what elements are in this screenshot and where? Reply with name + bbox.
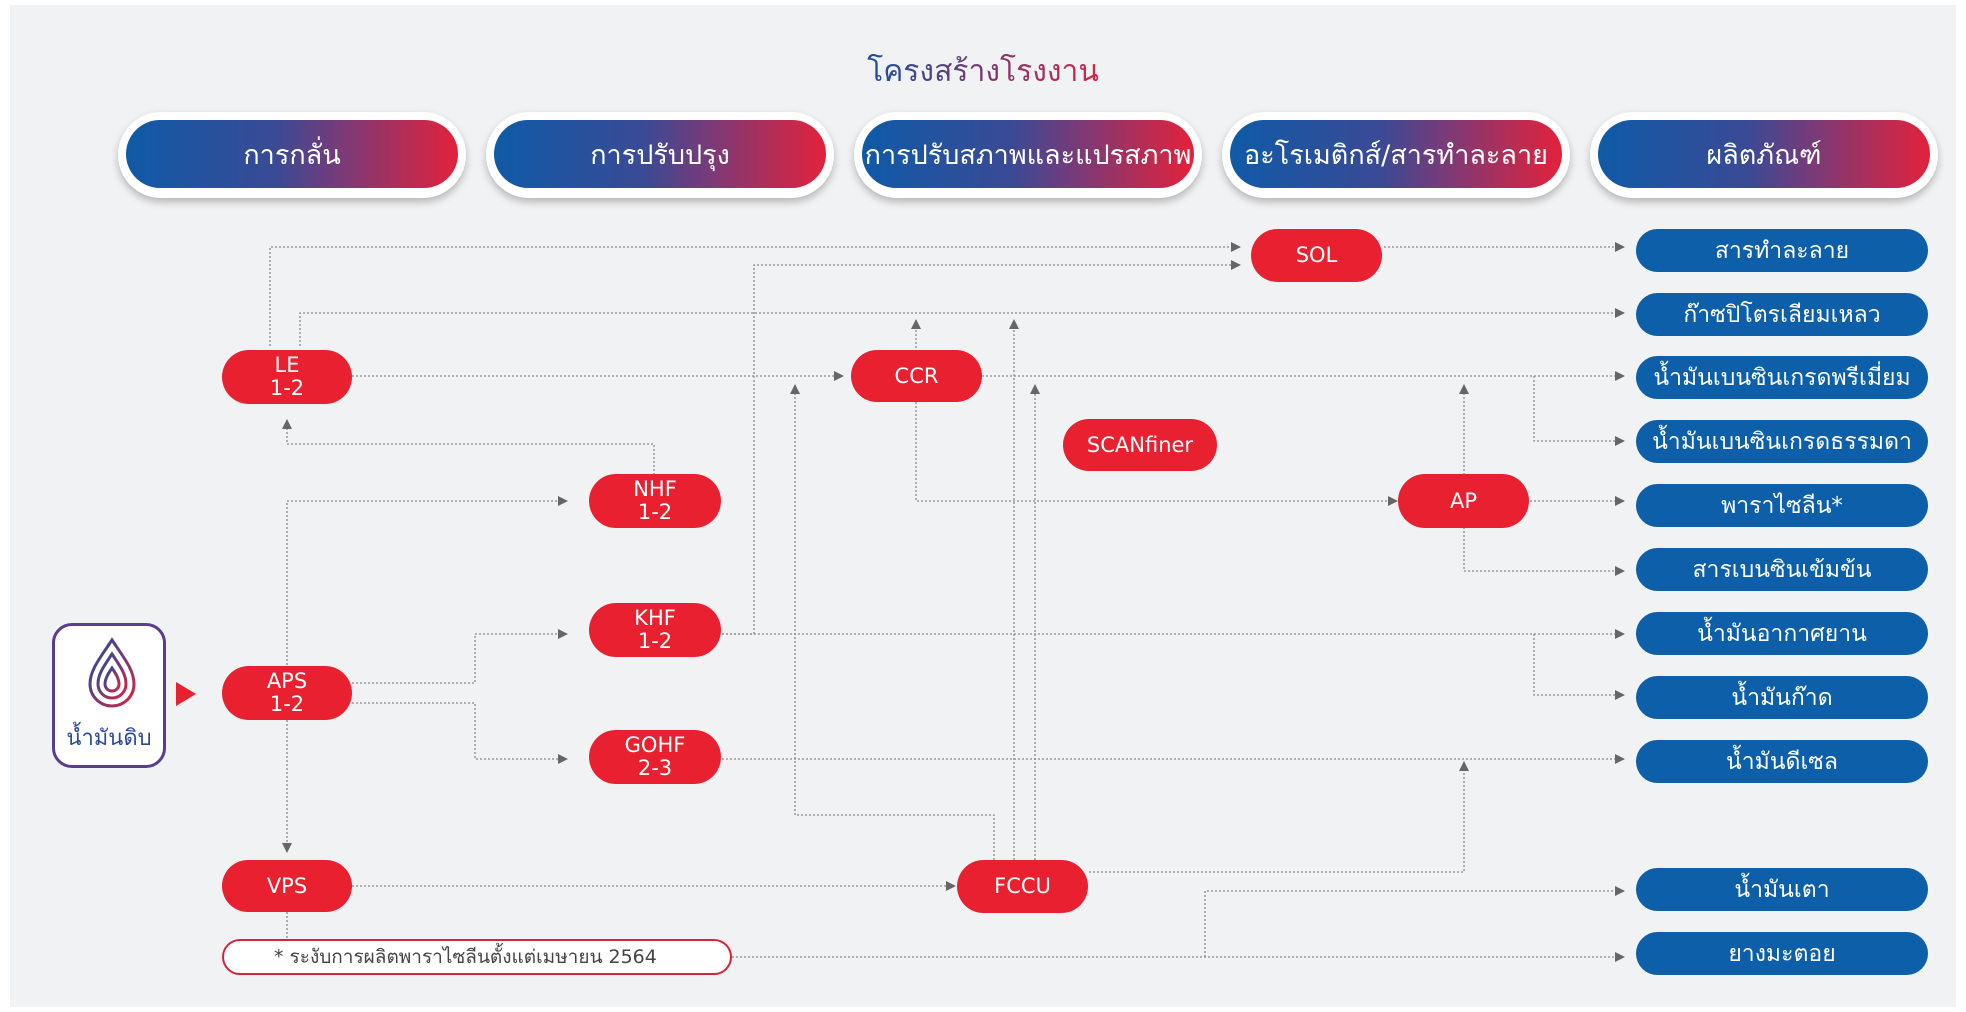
- flow-ccr-regular: [1533, 376, 1625, 446]
- header-treating: การปรับปรุง: [486, 112, 834, 198]
- node-vps: VPS: [222, 860, 352, 912]
- node-le: LE 1-2: [222, 350, 352, 404]
- flow-aps-gohf: [352, 702, 568, 764]
- product-asphalt: ยางมะตอย: [1636, 932, 1928, 975]
- flow-vps-fueloil: [1204, 886, 1625, 957]
- flow-fccu-diesel: [1089, 761, 1469, 873]
- node-ccr: CCR: [851, 350, 982, 402]
- flow-ap-benzene: [1463, 527, 1625, 576]
- header-distillation: การกลั่น: [118, 112, 466, 198]
- node-gohf: GOHF 2-3: [589, 730, 721, 784]
- node-aps: APS 1-2: [222, 666, 352, 720]
- flow-fccu-ccr: [790, 384, 995, 860]
- flow-aps-khf: [352, 629, 568, 684]
- product-regular-gasoline: น้ำมันเบนซินเกรดธรรมดา: [1636, 420, 1928, 463]
- product-diesel: น้ำมันดีเซล: [1636, 740, 1928, 783]
- crude-oil-label: น้ำมันดิบ: [66, 726, 152, 751]
- crude-arrow-icon: [176, 682, 196, 706]
- product-premium-gasoline: น้ำมันเบนซินเกรดพรีเมี่ยม: [1636, 356, 1928, 399]
- node-scanfiner: SCANfiner: [1063, 419, 1217, 471]
- header-products: ผลิตภัณฑ์: [1590, 112, 1938, 198]
- product-jet-fuel: น้ำมันอากาศยาน: [1636, 612, 1928, 655]
- product-kerosene: น้ำมันก๊าด: [1636, 676, 1928, 719]
- flow-ccr-ap: [915, 402, 1398, 506]
- oil-drop-icon: [88, 637, 136, 708]
- node-khf: KHF 1-2: [589, 603, 721, 657]
- crude-oil-box: น้ำมันดิบ: [52, 623, 166, 768]
- footnote: * ระงับการผลิตพาราไซลีนตั้งแต่เมษายน 256…: [222, 939, 732, 975]
- flow-le-sol: [269, 242, 1241, 346]
- flow-le-lpg: [299, 308, 1625, 346]
- product-solvent: สารทำละลาย: [1636, 229, 1928, 272]
- node-fccu: FCCU: [957, 860, 1088, 913]
- flow-nhf-le: [282, 419, 655, 475]
- node-nhf: NHF 1-2: [589, 474, 721, 528]
- header-aromatics: อะโรเมติกส์/สารทำละลาย: [1222, 112, 1570, 198]
- product-paraxylene: พาราไซลีน*: [1636, 484, 1928, 527]
- node-sol: SOL: [1251, 229, 1382, 282]
- node-ap: AP: [1398, 474, 1529, 528]
- header-conversion: การปรับสภาพและแปรสภาพ: [854, 112, 1202, 198]
- flow-khf-kerosene: [1533, 634, 1625, 700]
- product-lpg: ก๊าซปิโตรเลียมเหลว: [1636, 293, 1928, 336]
- flow-aps-nhf: [286, 496, 568, 665]
- diagram-title: โครงสร้างโรงงาน: [867, 54, 1099, 89]
- product-fuel-oil: น้ำมันเตา: [1636, 868, 1928, 911]
- product-benzene: สารเบนซินเข้มข้น: [1636, 548, 1928, 591]
